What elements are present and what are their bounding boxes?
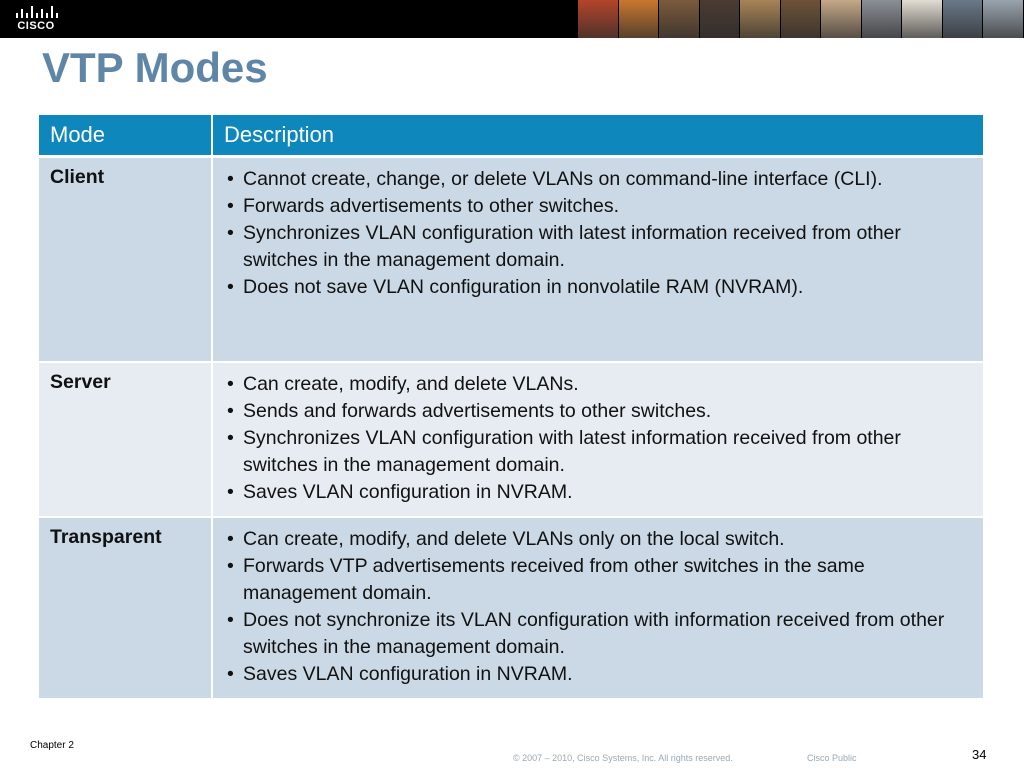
table-row: Server Can create, modify, and delete VL… (39, 361, 983, 517)
bullet-list: Cannot create, change, or delete VLANs o… (223, 166, 973, 301)
column-header-mode: Mode (39, 115, 212, 158)
banner-photo (740, 0, 780, 38)
banner-photo (861, 0, 902, 38)
header-banner: CISCO (0, 0, 1024, 38)
list-item: Does not synchronize its VLAN configurat… (223, 607, 973, 661)
table-row: Transparent Can create, modify, and dele… (39, 516, 983, 698)
photo-strip (578, 0, 1024, 38)
mode-name-server: Server (39, 361, 212, 517)
mode-description-server: Can create, modify, and delete VLANs. Se… (211, 361, 983, 517)
list-item: Forwards advertisements to other switche… (223, 193, 973, 220)
banner-photo (699, 0, 740, 38)
slide-title: VTP Modes (42, 44, 268, 91)
list-item: Forwards VTP advertisements received fro… (223, 553, 973, 607)
banner-photo (578, 0, 618, 38)
list-item: Sends and forwards advertisements to oth… (223, 398, 973, 425)
banner-photo (983, 0, 1024, 38)
footer-copyright: © 2007 – 2010, Cisco Systems, Inc. All r… (513, 753, 733, 763)
table-row: Client Cannot create, change, or delete … (39, 155, 983, 362)
column-header-description: Description (211, 115, 983, 158)
mode-name-transparent: Transparent (39, 516, 212, 698)
table-header-row: Mode Description (39, 115, 983, 158)
cisco-bridge-icon (16, 6, 58, 18)
bullet-list: Can create, modify, and delete VLANs. Se… (223, 371, 973, 506)
logo-wordmark: CISCO (17, 20, 55, 32)
banner-photo (821, 0, 861, 38)
list-item: Saves VLAN configuration in NVRAM. (223, 479, 973, 506)
mode-description-client: Cannot create, change, or delete VLANs o… (211, 155, 983, 362)
banner-photo (902, 0, 942, 38)
list-item: Synchronizes VLAN configuration with lat… (223, 425, 973, 479)
footer-chapter: Chapter 2 (30, 740, 74, 751)
list-item: Can create, modify, and delete VLANs. (223, 371, 973, 398)
mode-description-transparent: Can create, modify, and delete VLANs onl… (211, 516, 983, 698)
page-number: 34 (972, 747, 987, 762)
cisco-logo: CISCO (10, 4, 62, 34)
bullet-list: Can create, modify, and delete VLANs onl… (223, 526, 973, 688)
banner-photo (780, 0, 821, 38)
banner-photo (659, 0, 699, 38)
list-item: Cannot create, change, or delete VLANs o… (223, 166, 973, 193)
vtp-modes-table: Mode Description Client Cannot create, c… (39, 115, 983, 698)
list-item: Can create, modify, and delete VLANs onl… (223, 526, 973, 553)
mode-name-client: Client (39, 155, 212, 362)
list-item: Does not save VLAN configuration in nonv… (223, 274, 973, 301)
list-item: Synchronizes VLAN configuration with lat… (223, 220, 973, 274)
banner-photo (618, 0, 659, 38)
list-item: Saves VLAN configuration in NVRAM. (223, 661, 973, 688)
banner-photo (942, 0, 983, 38)
footer-classification: Cisco Public (807, 753, 857, 763)
